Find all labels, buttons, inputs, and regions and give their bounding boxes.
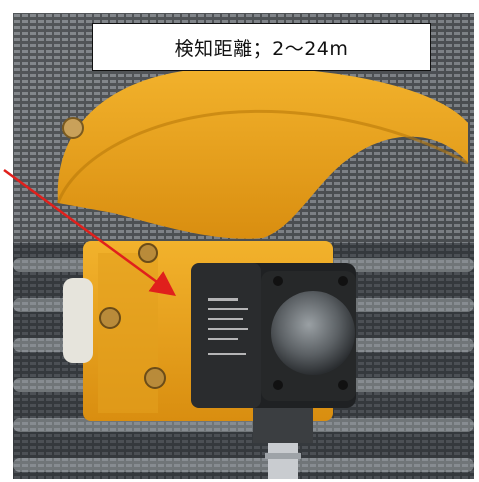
- sensor-photo: [13, 13, 474, 479]
- detection-range-callout: 検知距離；2〜24m: [92, 23, 431, 71]
